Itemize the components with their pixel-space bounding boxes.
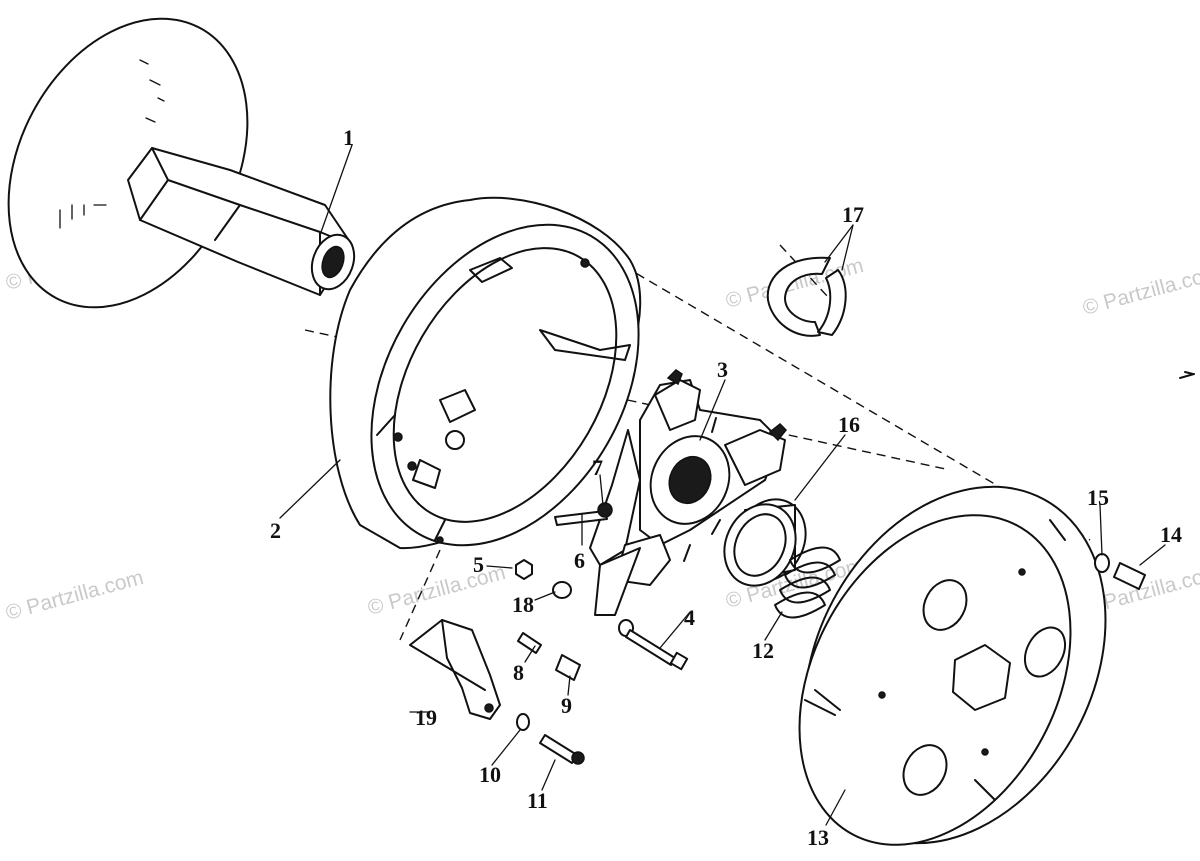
callout-3: 3 bbox=[717, 357, 728, 382]
callout-9: 9 bbox=[561, 693, 572, 718]
spring bbox=[774, 546, 841, 619]
callouts: 1 2 3 4 5 6 7 8 9 10 11 12 13 14 15 16 1… bbox=[270, 125, 1182, 850]
callout-12: 12 bbox=[752, 638, 774, 663]
callout-5: 5 bbox=[473, 552, 484, 577]
sheave-with-shaft bbox=[7, 17, 356, 309]
watermark: © Partzilla.com bbox=[365, 561, 508, 620]
callout-15: 15 bbox=[1087, 485, 1109, 510]
callout-13: 13 bbox=[807, 825, 829, 850]
margin-mark bbox=[1179, 371, 1195, 379]
callout-2: 2 bbox=[270, 518, 281, 543]
callout-7: 7 bbox=[592, 455, 603, 480]
callout-19: 19 bbox=[415, 705, 437, 730]
sleeve bbox=[723, 498, 807, 587]
spider-assembly bbox=[589, 369, 788, 616]
clutch-housing bbox=[329, 196, 642, 550]
callout-11: 11 bbox=[527, 788, 548, 813]
retaining-ring bbox=[766, 256, 847, 337]
callout-14: 14 bbox=[1160, 522, 1182, 547]
callout-4: 4 bbox=[684, 605, 695, 630]
callout-8: 8 bbox=[513, 660, 524, 685]
callout-16: 16 bbox=[838, 412, 860, 437]
hardware bbox=[409, 502, 1146, 765]
watermark: © Partzilla.com bbox=[3, 566, 146, 625]
callout-17: 17 bbox=[842, 202, 864, 227]
callout-18: 18 bbox=[512, 592, 534, 617]
watermark: © Partzilla.com bbox=[1080, 261, 1200, 320]
leader-lines bbox=[279, 144, 1166, 826]
callout-1: 1 bbox=[343, 125, 354, 150]
clutch-drum bbox=[798, 485, 1107, 846]
callout-6: 6 bbox=[574, 548, 585, 573]
callout-10: 10 bbox=[479, 762, 501, 787]
